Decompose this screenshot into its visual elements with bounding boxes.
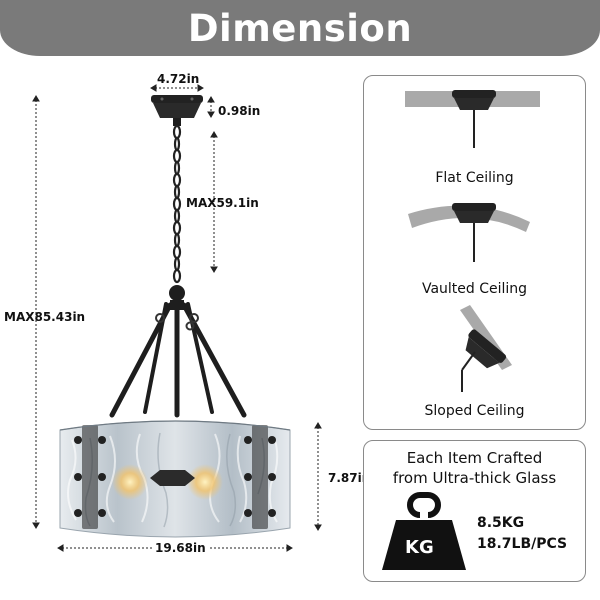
weight-kg: 8.5KG [477,515,525,531]
material-line-2: from Ultra-thick Glass [392,469,557,487]
chain-length-label: MAX59.1in [186,196,259,210]
weight-icon-text: KG [405,537,434,558]
sloped-ceiling-caption: Sloped Ceiling [424,403,525,419]
chain [172,124,182,284]
page-title: Dimension [187,6,413,50]
header-bar: Dimension [0,0,600,56]
vaulted-ceiling-caption: Vaulted Ceiling [421,281,528,297]
canopy-width-label: 4.72in [157,72,200,86]
flat-ceiling-caption: Flat Ceiling [435,170,514,186]
shade-height-label: 7.87in [328,471,371,485]
canopy [151,95,203,126]
material-line-1: Each Item Crafted [406,449,543,467]
sloped-ceiling-icon [460,305,512,392]
weight-lb: 18.7LB/PCS [477,536,568,552]
canopy-height-label: 0.98in [218,104,261,118]
flat-ceiling-icon [405,90,540,148]
vaulted-ceiling-icon [408,203,530,262]
total-height-label: MAX85.43in [4,310,86,324]
shade-width-label: 19.68in [152,541,209,555]
glass-drum-shade [59,420,291,538]
